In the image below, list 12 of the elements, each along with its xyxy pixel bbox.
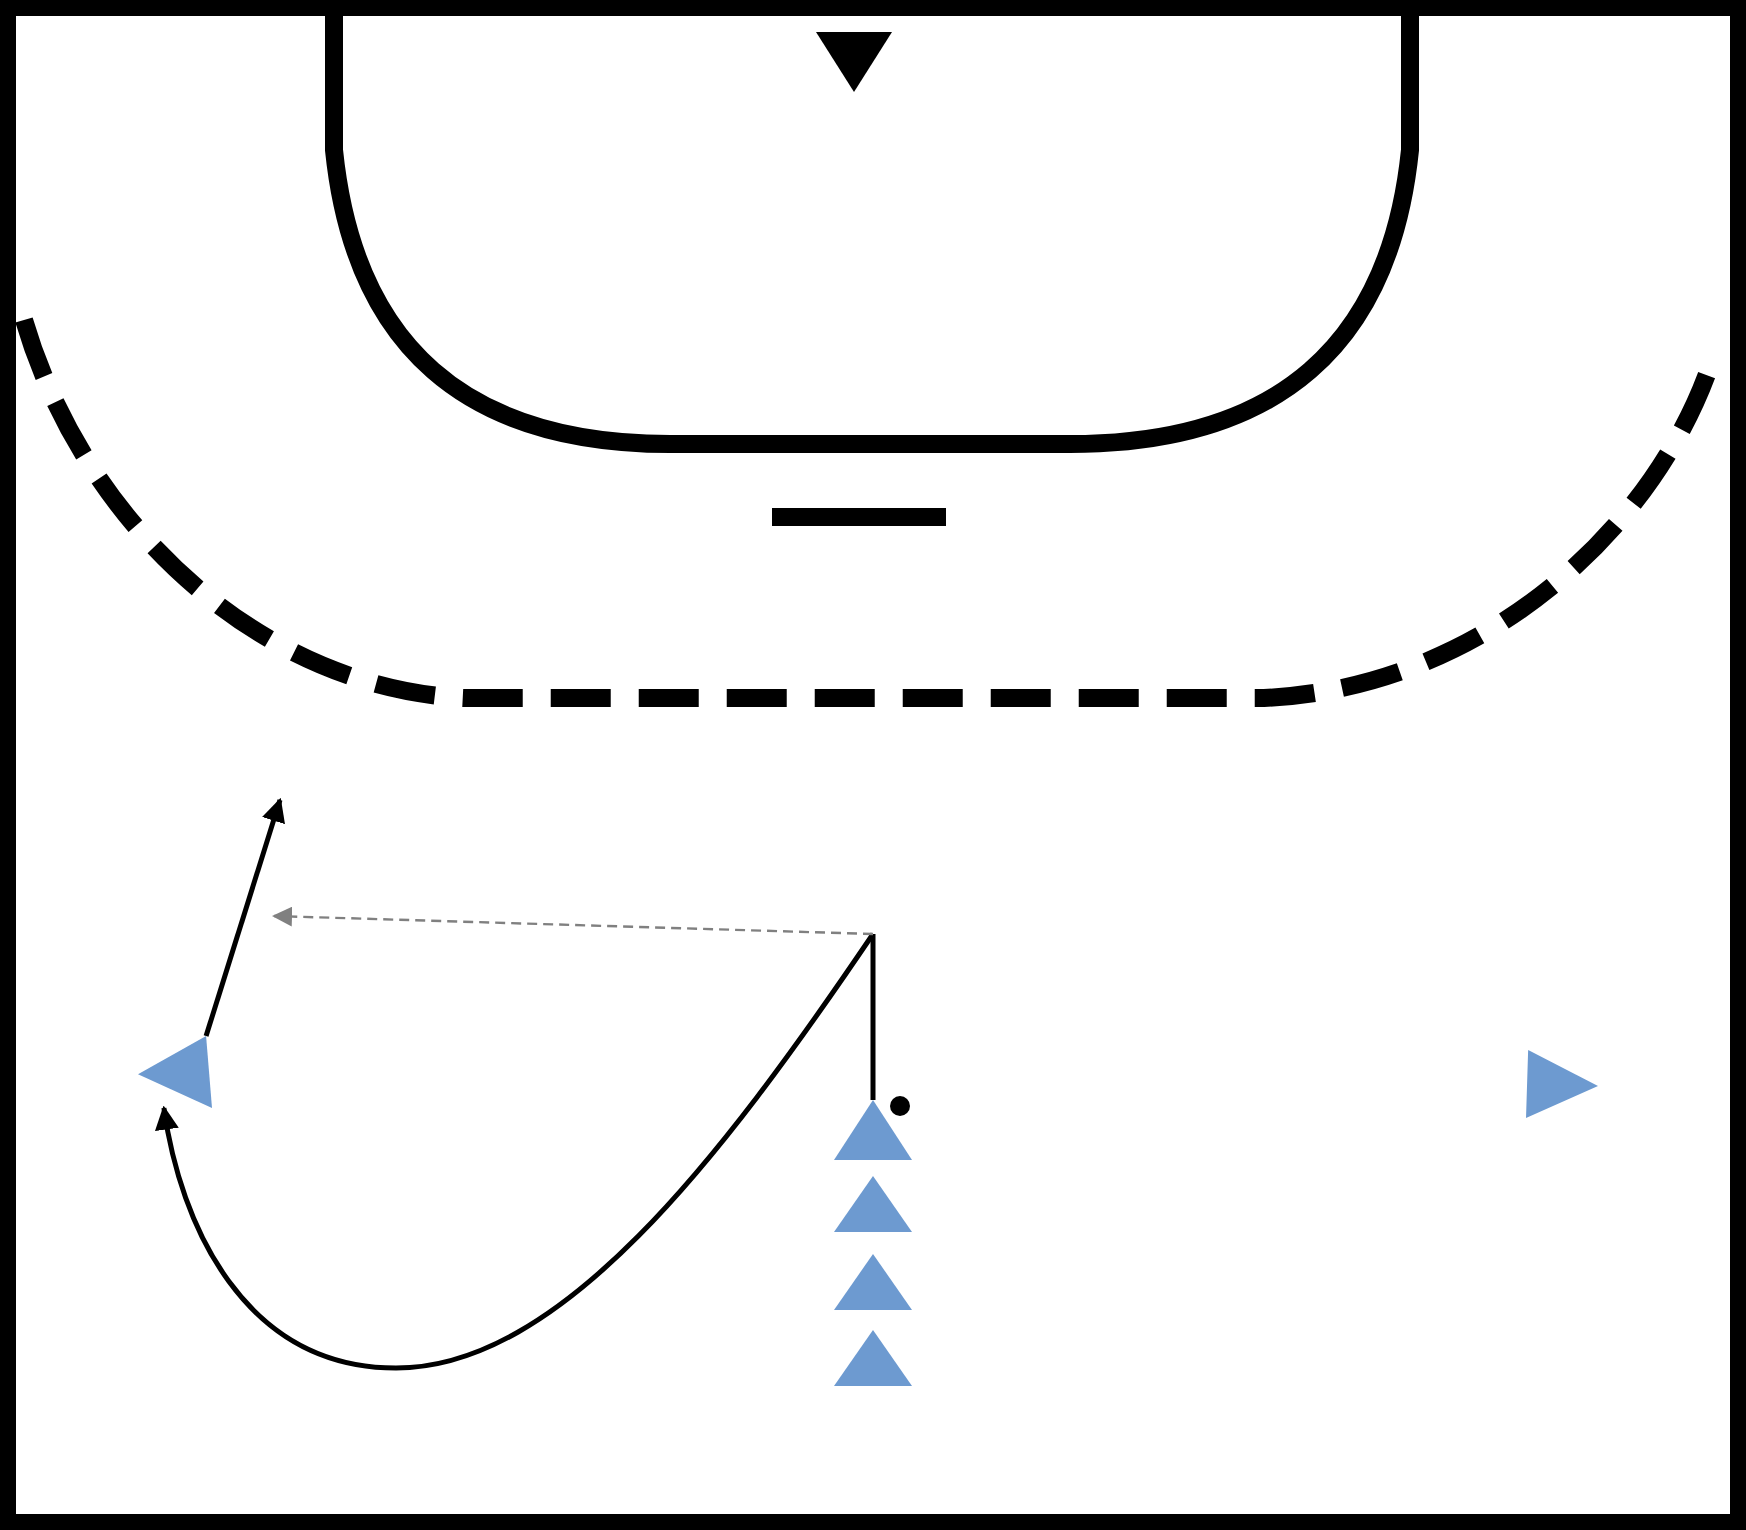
goalkeeper-triangle-icon	[816, 32, 892, 92]
run-path-arrow	[155, 932, 876, 1371]
player-triangle-icon	[834, 1254, 912, 1310]
player-triangle-icon	[834, 1176, 912, 1232]
player-triangle-icon	[138, 1036, 212, 1108]
ball-icon	[890, 1096, 910, 1116]
player-triangle-icon	[1526, 1050, 1598, 1118]
run-path-arrow	[203, 797, 285, 1037]
run-path-line	[870, 934, 876, 1100]
pass-arrow	[272, 906, 874, 936]
player-triangle-icon	[834, 1330, 912, 1386]
player-triangle-icon	[834, 1100, 912, 1160]
